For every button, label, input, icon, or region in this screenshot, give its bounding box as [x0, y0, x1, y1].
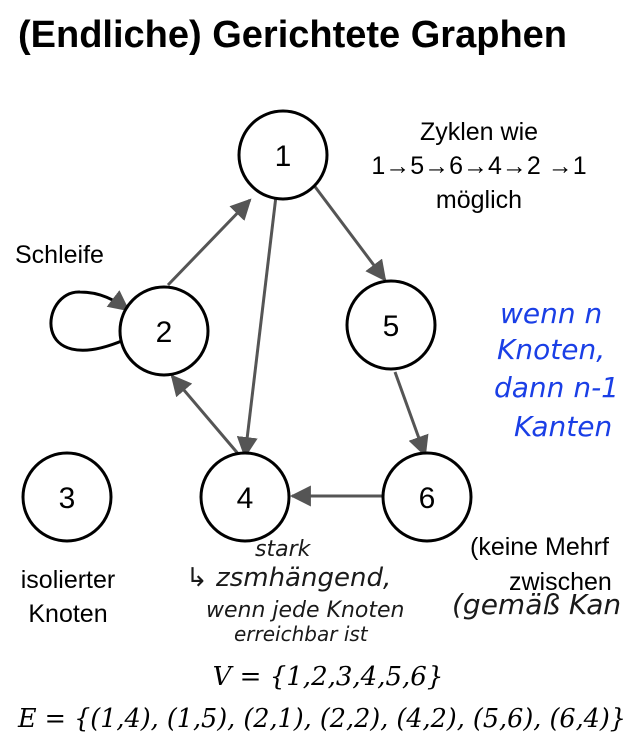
node-2: 2 — [118, 285, 210, 377]
edge-2-1 — [166, 198, 252, 287]
handwritten-gemaess: (gemäß Kan — [452, 588, 621, 621]
node-6-label: 6 — [419, 482, 436, 515]
handwritten-note-blue-line3: dann n-1 — [494, 371, 619, 404]
handwritten-erreichbar: erreichbar ist — [234, 622, 369, 646]
edge-2-2-loop — [49, 290, 130, 352]
edge-set-formula: E = {(1,4), (1,5), (2,1), (2,2), (4,2), … — [17, 704, 626, 734]
node-3: 3 — [21, 451, 113, 543]
node-1: 1 — [237, 109, 329, 201]
handwritten-note-blue-line1: wenn n — [500, 297, 602, 330]
node-4-label: 4 — [237, 482, 254, 515]
cycle-text-line2: 1→5→6→4→2 →1 — [371, 152, 586, 180]
node-5-label: 5 — [383, 310, 400, 343]
edge-5-6 — [393, 371, 429, 457]
edges — [49, 179, 429, 507]
keine-text-line1: (keine Mehrf — [470, 533, 609, 561]
keine-text-line2: zwischen — [509, 568, 612, 596]
edge-1-5 — [308, 179, 387, 282]
node-5: 5 — [345, 279, 437, 371]
handwritten-stark: stark — [255, 537, 312, 562]
handwritten-note-blue-line4: Kanten — [514, 410, 612, 443]
node-3-label: 3 — [59, 482, 76, 515]
isolated-text-line1: isolierter — [21, 566, 115, 594]
handwritten-zsmhaengend: ↳ zsmhängend, — [186, 563, 391, 593]
node-2-label: 2 — [156, 316, 173, 349]
cycle-text-line3: möglich — [436, 186, 522, 214]
edge-4-2 — [170, 374, 242, 457]
node-6: 6 — [381, 451, 473, 543]
isolated-text-line2: Knoten — [28, 600, 107, 628]
handwritten-wenn-jede: wenn jede Knoten — [206, 598, 404, 623]
node-1-label: 1 — [275, 140, 292, 173]
handwritten-note-blue-line2: Knoten, — [497, 333, 605, 366]
loop-label: Schleife — [15, 241, 104, 269]
page-title: (Endliche) Gerichtete Graphen — [18, 14, 567, 56]
edge-1-4 — [236, 195, 278, 459]
node-4: 4 — [199, 451, 291, 543]
vertex-set-formula: V = {1,2,3,4,5,6} — [213, 662, 444, 692]
cycle-text-line1: Zyklen wie — [420, 118, 538, 146]
